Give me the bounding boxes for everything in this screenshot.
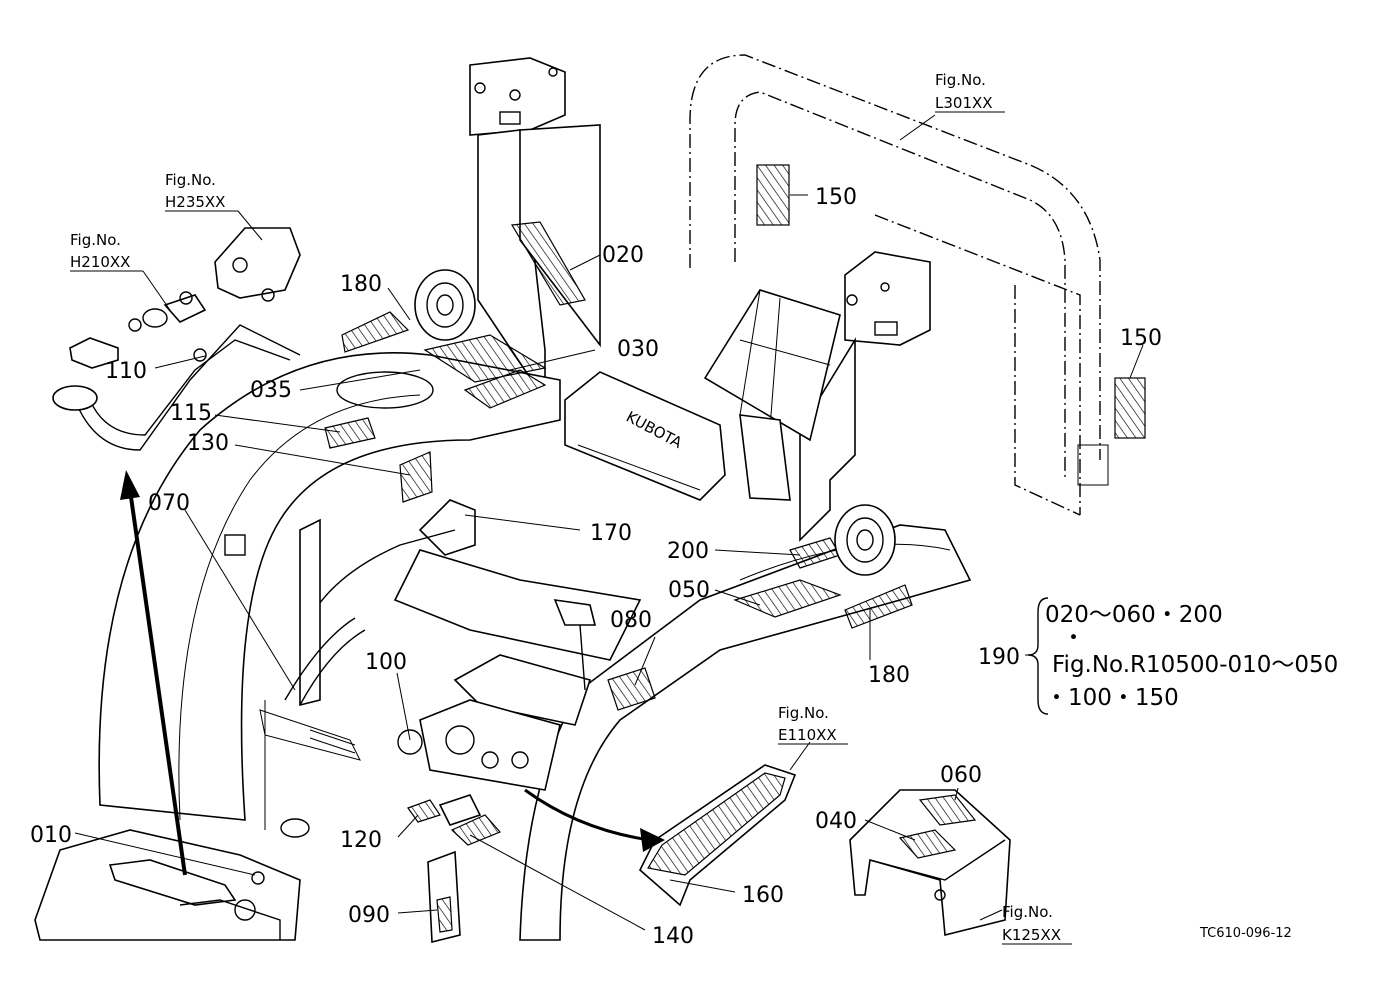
decal-150-top	[756, 164, 790, 226]
label-020: 020	[602, 243, 644, 268]
decal-030	[423, 334, 547, 383]
label-035: 035	[250, 378, 292, 403]
label-030: 030	[617, 337, 659, 362]
ring-part	[280, 818, 310, 838]
fig-ref-h210-label: Fig.No.	[70, 231, 121, 249]
decal-130	[399, 451, 433, 503]
label-150-top: 150	[815, 185, 857, 210]
label-070: 070	[148, 491, 190, 516]
decal-090	[436, 896, 453, 933]
label-090: 090	[348, 903, 390, 928]
fig-ref-l301-label: Fig.No.	[935, 71, 986, 89]
label-110: 110	[105, 359, 147, 384]
fig-ref-h235-code: H235XX	[165, 193, 225, 211]
figure-references: Fig.No. H235XX Fig.No. H210XX Fig.No. L3…	[70, 71, 1072, 945]
decal-150-right	[1114, 377, 1146, 439]
fig-ref-e110-code: E110XX	[778, 726, 837, 744]
arrow-to-pipe	[120, 470, 187, 876]
label-180-right: 180	[868, 663, 910, 688]
hydraulic-pipe	[52, 227, 301, 451]
label-120: 120	[340, 828, 382, 853]
note-line-3: ・100・150	[1045, 685, 1179, 711]
lever-070	[259, 518, 366, 761]
decal-140	[450, 814, 502, 846]
right-reel	[834, 504, 896, 576]
note-dot: ・	[1062, 625, 1085, 651]
note-line-1: 020～060・200	[1045, 602, 1223, 628]
label-115: 115	[170, 401, 212, 426]
fig-ref-e110-label: Fig.No.	[778, 704, 829, 722]
leader-lines	[74, 114, 1144, 931]
fig-ref-h235-label: Fig.No.	[165, 171, 216, 189]
decal-115	[324, 417, 376, 449]
set-note: 020～060・200 ・ Fig.No.R10500-010～050 ・100…	[1025, 597, 1338, 715]
left-rear-post	[469, 57, 601, 403]
label-050: 050	[668, 578, 710, 603]
label-170: 170	[590, 521, 632, 546]
bracket-090	[427, 850, 461, 944]
label-010: 010	[30, 823, 72, 848]
pedal-assembly	[34, 829, 301, 941]
decal-030b	[463, 369, 547, 409]
fig-ref-l301-code: L301XX	[935, 94, 993, 112]
fig-ref-k125-label: Fig.No.	[1002, 903, 1053, 921]
label-080: 080	[610, 608, 652, 633]
decal-180-left	[341, 311, 410, 353]
step-160	[639, 764, 797, 907]
decal-120	[407, 799, 441, 823]
label-130: 130	[187, 431, 229, 456]
arrow-to-step	[524, 788, 665, 852]
drawing-code: TC610-096-12	[1199, 926, 1292, 941]
label-180-left: 180	[340, 272, 382, 297]
label-200: 200	[667, 539, 709, 564]
kubota-panel: KUBOTA	[564, 371, 726, 501]
seat	[703, 289, 841, 501]
label-100: 100	[365, 650, 407, 675]
label-150-right: 150	[1120, 326, 1162, 351]
label-190: 190	[978, 645, 1020, 670]
label-040: 040	[815, 809, 857, 834]
left-fender	[98, 352, 561, 830]
label-060: 060	[940, 763, 982, 788]
fig-ref-h210-code: H210XX	[70, 253, 130, 271]
center-chassis	[299, 499, 642, 791]
label-140: 140	[652, 924, 694, 949]
part-labels: 020 030 035 040 050 060 070 080 090 100 …	[30, 185, 1162, 949]
label-160: 160	[742, 883, 784, 908]
right-fender	[519, 524, 972, 941]
rops-frame	[689, 54, 1109, 516]
note-line-2: Fig.No.R10500-010～050	[1052, 652, 1338, 678]
left-reel	[414, 269, 476, 341]
fig-ref-k125-code: K125XX	[1002, 926, 1061, 944]
cover-040	[849, 789, 1011, 937]
